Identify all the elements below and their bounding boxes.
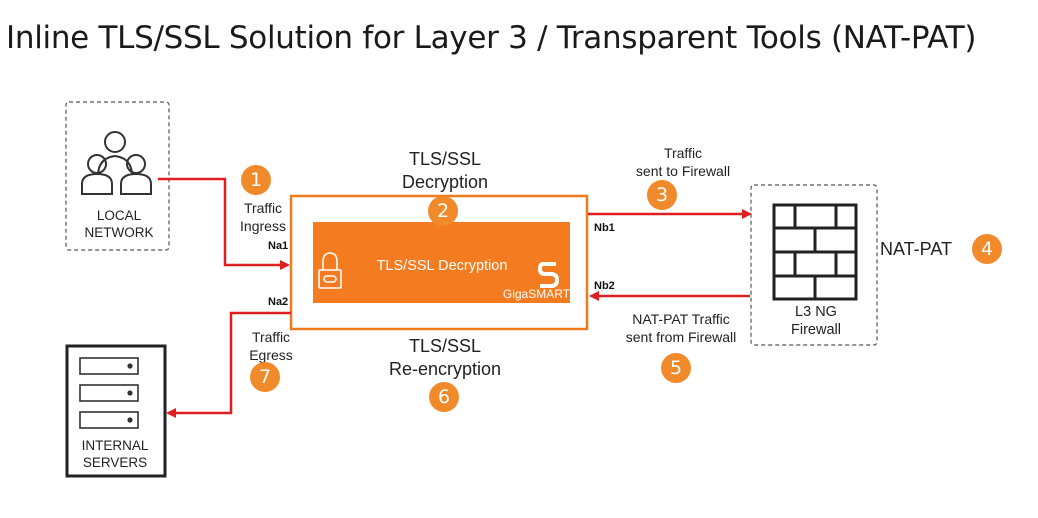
firewall-brick-icon — [772, 203, 858, 301]
step-badge-6: 6 — [429, 382, 459, 412]
local-network-box — [65, 101, 170, 251]
port-na1-label: Na1 — [268, 240, 289, 252]
port-na2-label: Na2 — [268, 296, 289, 308]
server-rack-icon — [79, 357, 139, 429]
internal-servers-box — [65, 344, 167, 478]
lock-icon — [318, 252, 342, 289]
reencryption-label: TLS/SSL Re-encryption — [388, 336, 502, 379]
port-nb1-label: Nb1 — [594, 222, 615, 234]
users-icon — [81, 131, 152, 195]
page-title: Inline TLS/SSL Solution for Layer 3 / Tr… — [6, 20, 977, 56]
gigasmart-logo-icon — [538, 262, 559, 288]
step-badge-2: 2 — [428, 196, 458, 226]
internal-servers-label: INTERNAL SERVERS — [81, 438, 149, 470]
decryption-label: TLS/SSL Decryption — [401, 149, 489, 192]
step-badge-3: 3 — [647, 180, 677, 210]
traffic-egress-label: Traffic Egress — [249, 329, 293, 363]
step-badge-5: 5 — [661, 353, 691, 383]
gigasmart-panel — [313, 222, 570, 303]
firewall-label: L3 NG Firewall — [791, 304, 841, 339]
step-badge-4: 4 — [972, 234, 1002, 264]
step-badge-1: 1 — [241, 165, 271, 195]
local-network-label: LOCAL NETWORK — [84, 208, 154, 240]
gigasmart-panel-label: TLS/SSL Decryption — [376, 258, 508, 274]
port-nb2-label: Nb2 — [594, 280, 615, 292]
nat-pat-label: NAT-PAT — [880, 239, 952, 259]
firewall-box — [750, 184, 878, 346]
gigasmart-brand-label: GigaSMART — [502, 287, 570, 301]
traffic-to-firewall-label: Traffic sent to Firewall — [635, 145, 731, 179]
ingress-flow-line — [158, 177, 290, 270]
step-badge-7: 7 — [250, 362, 280, 392]
traffic-ingress-label: Traffic Ingress — [240, 200, 286, 234]
egress-flow-line — [166, 311, 291, 418]
traffic-from-firewall-label: NAT-PAT Traffic sent from Firewall — [625, 311, 737, 345]
